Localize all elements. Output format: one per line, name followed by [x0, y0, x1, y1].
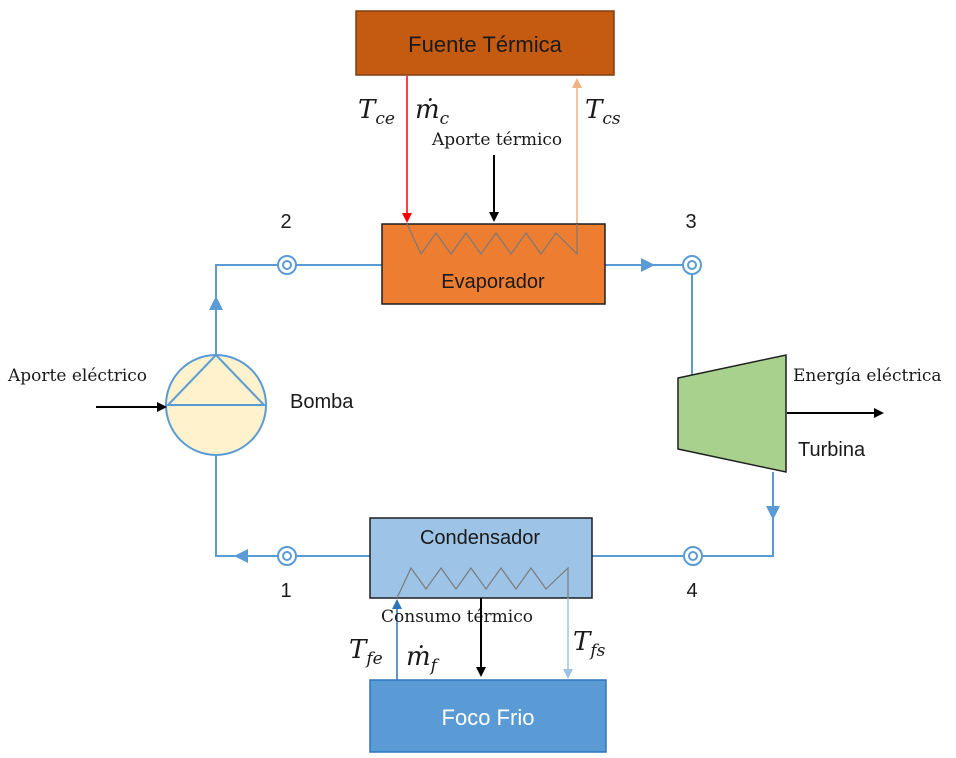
triangle-arrow-icon: [234, 549, 248, 563]
flow-direction-markers: [209, 258, 780, 563]
double-circle-icon: [683, 546, 703, 566]
state-markers: [277, 255, 703, 566]
triangle-arrow-icon: [641, 258, 655, 272]
tce-variable: Tce: [358, 95, 395, 129]
pipe-evaporator-to-turbine: [605, 264, 693, 378]
fuente-termica-label: Fuente Térmica: [408, 32, 562, 57]
condensador-coil: [396, 566, 569, 599]
evaporador-coil: [406, 223, 578, 256]
pipe-turbine-to-condenser: [592, 472, 774, 557]
consumo-termico-label: Consumo térmico: [381, 607, 533, 627]
state-label-3: 3: [685, 211, 696, 233]
fuente-termica-box: [355, 10, 615, 76]
pipe-pump-to-evaporator: [215, 264, 382, 355]
bomba-label: Bomba: [290, 391, 354, 413]
triangle-arrow-icon: [766, 506, 780, 520]
mf-variable: ṁf: [406, 642, 440, 676]
mc-variable: ṁc: [415, 95, 450, 129]
double-circle-icon: [682, 255, 702, 275]
double-circle-icon: [277, 255, 297, 275]
state-label-1: 1: [280, 580, 291, 602]
aporte-electrico-label: Aporte eléctrico: [7, 366, 147, 386]
turbina-label: Turbina: [798, 439, 866, 461]
state-label-2: 2: [280, 211, 291, 233]
condensador-box: [369, 517, 593, 599]
tcs-variable: Tcs: [585, 95, 621, 129]
foco-frio-label: Foco Frio: [442, 705, 535, 730]
tfs-variable: Tfs: [573, 627, 606, 661]
triangle-arrow-icon: [209, 296, 223, 310]
bomba-triangle: [165, 353, 267, 406]
state-labels: 2 3 4 1: [280, 211, 697, 602]
aporte-termico-label: Aporte térmico: [431, 130, 562, 150]
turbina-shape: [677, 354, 787, 473]
condensador-label: Condensador: [420, 527, 540, 549]
evaporador-label: Evaporador: [441, 271, 545, 293]
pipe-condenser-to-pump: [215, 455, 370, 557]
tfe-variable: Tfe: [349, 635, 383, 669]
double-circle-icon: [277, 546, 297, 566]
energia-electrica-label: Energía eléctrica: [793, 366, 942, 386]
cycle-piping: [215, 264, 774, 557]
state-label-4: 4: [686, 580, 697, 602]
foco-frio-box: [369, 679, 607, 753]
